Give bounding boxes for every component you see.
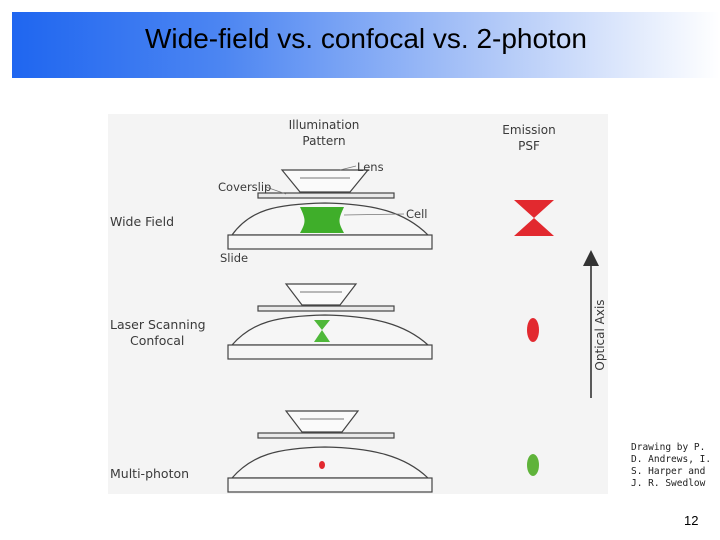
coverslip-2	[257, 305, 395, 312]
psf-confocal	[527, 318, 539, 342]
multiphoton-setup	[227, 410, 539, 493]
lens-leader	[339, 165, 357, 171]
lens-1	[280, 169, 370, 193]
lens-2	[284, 283, 358, 306]
lens-3	[284, 410, 360, 433]
illumination-wide-field	[300, 207, 344, 233]
row-label-wide-field: Wide Field	[110, 214, 175, 229]
illumination-header: Illumination Pattern	[278, 117, 370, 149]
illumination-header-line2: Pattern	[302, 134, 346, 148]
title-bar: Wide-field vs. confocal vs. 2-photon	[12, 12, 720, 78]
cell-3	[230, 446, 430, 479]
illumination-confocal	[314, 320, 330, 342]
emission-header-line2: PSF	[518, 139, 540, 153]
page-number: 12	[684, 513, 699, 528]
cell-2	[230, 314, 430, 346]
psf-wide-field	[514, 200, 554, 236]
coverslip-1	[257, 192, 395, 199]
coverslip-leader	[265, 186, 287, 195]
slide-3	[227, 477, 433, 493]
image-credit: Drawing by P. D. Andrews, I. S. Harper a…	[631, 442, 712, 489]
slide-title: Wide-field vs. confocal vs. 2-photon	[145, 23, 587, 54]
slide-2	[227, 344, 433, 360]
emission-header: Emission PSF	[494, 122, 564, 154]
emission-header-line1: Emission	[502, 123, 556, 137]
wide-field-setup	[227, 169, 554, 250]
cell-leader	[343, 213, 405, 216]
illumination-multiphoton	[319, 461, 325, 469]
illumination-header-line1: Illumination	[288, 118, 360, 132]
row-label-multiphoton: Multi-photon	[110, 466, 190, 481]
cell-label: Cell	[406, 207, 428, 221]
coverslip-label: Coverslip	[218, 180, 272, 194]
coverslip-3	[257, 432, 395, 439]
slide-label: Slide	[220, 251, 249, 265]
confocal-setup	[227, 283, 539, 360]
optical-axis-label: Optical Axis	[593, 299, 607, 370]
slide-1	[227, 234, 433, 250]
row-label-confocal-line1: Laser Scanning	[110, 317, 206, 332]
row-label-confocal-line2: Confocal	[130, 333, 185, 348]
psf-multiphoton	[527, 454, 539, 476]
lens-label: Lens	[357, 160, 384, 174]
